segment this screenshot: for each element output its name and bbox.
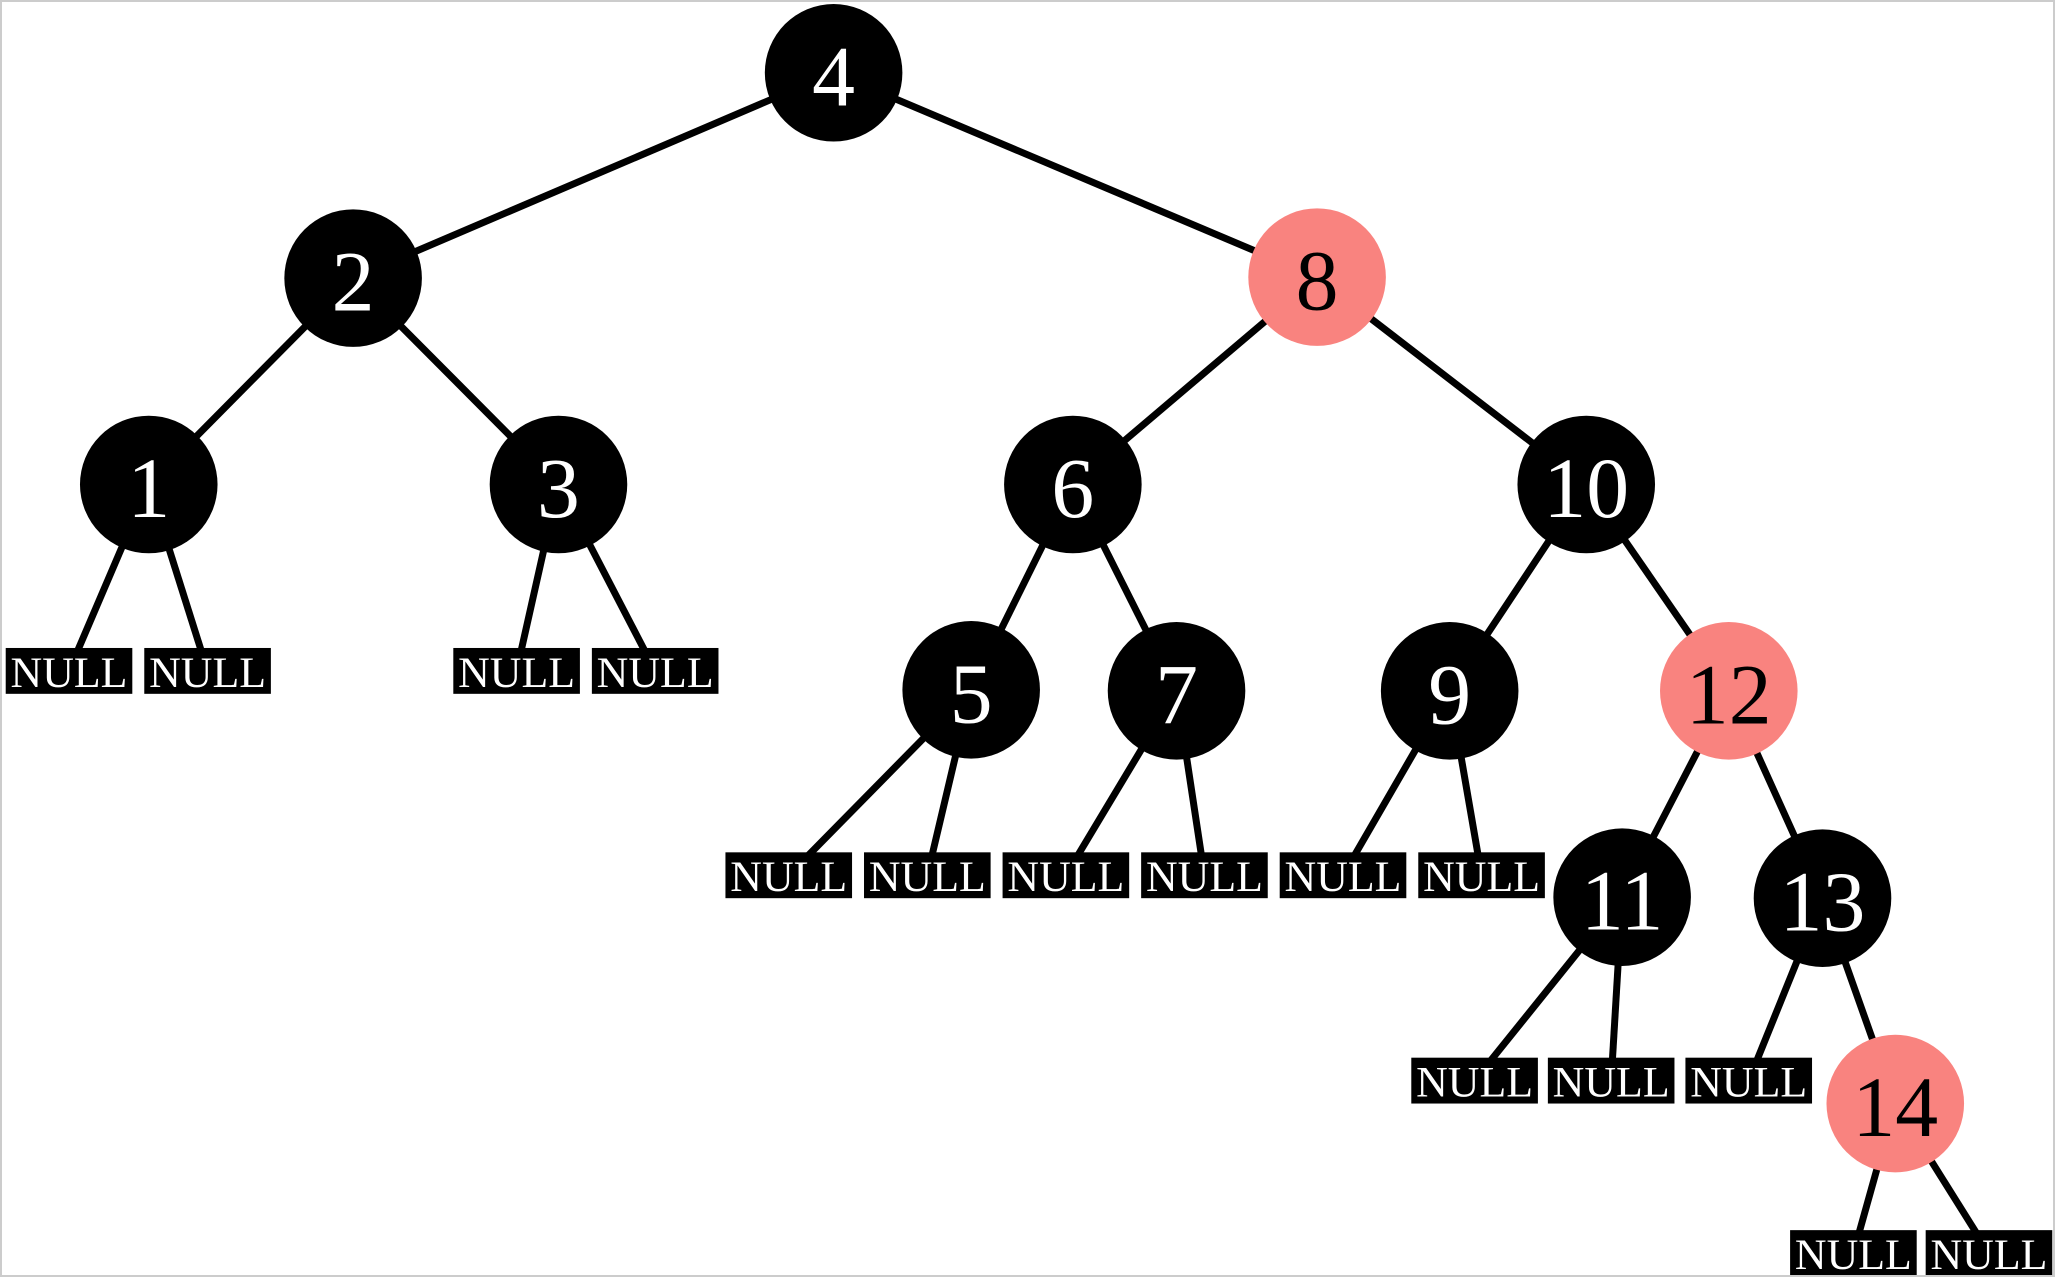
black-node-circle — [1553, 828, 1691, 966]
tree-node-14: 14 — [1826, 1034, 1965, 1173]
null-leaf-label: NULL — [1423, 853, 1540, 901]
tree-node-label: 8 — [1296, 234, 1339, 329]
null-leaf-label: NULL — [597, 649, 714, 697]
tree-node-label: 11 — [1581, 854, 1664, 949]
null-leaf-box — [1411, 1057, 1538, 1104]
null-leaf-box — [1790, 1230, 1917, 1275]
tree-node-label: 3 — [537, 441, 580, 536]
tree-node-label: 5 — [950, 646, 993, 741]
tree-node-13: 13 — [1753, 829, 1892, 967]
null-leaf-box — [5, 647, 133, 694]
null-leaf-box — [1141, 852, 1268, 899]
black-node-circle — [1753, 829, 1892, 967]
null-leaf-label: NULL — [730, 853, 847, 901]
tree-node-4: 4 — [764, 3, 903, 142]
null-leaf-n11L: NULL — [1411, 1057, 1538, 1107]
null-leaf-n5L: NULL — [725, 852, 853, 901]
null-leaf-box — [453, 647, 580, 694]
null-leaf-n14L: NULL — [1790, 1230, 1917, 1275]
tree-node-label: 9 — [1428, 647, 1471, 742]
null-leaf-box — [725, 852, 853, 899]
null-leaf-n9L: NULL — [1279, 852, 1407, 901]
null-leaf-label: NULL — [1795, 1231, 1912, 1275]
null-leaf-box — [144, 647, 271, 694]
null-leaf-n3R: NULL — [591, 647, 719, 697]
null-leaf-n1L: NULL — [5, 647, 133, 697]
null-leaf-box — [1279, 852, 1407, 899]
null-leaves: NULL NULL NULL NULL NULL NULL NULL NULL NULL NULL… — [5, 647, 2053, 1275]
null-leaf-box — [864, 852, 991, 899]
null-leaf-n14R: NULL — [1925, 1230, 2053, 1275]
black-node-circle — [489, 415, 628, 554]
null-leaf-label: NULL — [1553, 1059, 1670, 1107]
tree-edge-4-2 — [351, 69, 835, 282]
tree-node-7: 7 — [1107, 622, 1246, 760]
null-leaf-box — [591, 647, 719, 694]
tree-node-9: 9 — [1380, 622, 1519, 760]
null-leaf-label: NULL — [869, 853, 986, 901]
null-leaf-box — [1547, 1057, 1675, 1104]
null-leaf-label: NULL — [1146, 853, 1263, 901]
null-leaf-label: NULL — [1931, 1231, 2048, 1275]
red-node-circle — [1248, 208, 1386, 346]
tree-node-11: 11 — [1553, 828, 1691, 966]
tree-node-12: 12 — [1660, 622, 1798, 760]
null-leaf-n1R: NULL — [144, 647, 271, 697]
null-leaf-box — [1685, 1057, 1813, 1104]
tree-node-label: 6 — [1051, 441, 1094, 536]
null-leaf-label: NULL — [1007, 853, 1124, 901]
red-node-circle — [1660, 622, 1798, 760]
null-leaf-box — [1925, 1230, 2053, 1275]
null-leaf-n11R: NULL — [1547, 1057, 1675, 1107]
null-leaf-n7R: NULL — [1141, 852, 1268, 901]
tree-node-5: 5 — [902, 621, 1040, 759]
tree-node-10: 10 — [1517, 415, 1656, 554]
null-leaf-label: NULL — [1416, 1059, 1533, 1107]
null-leaf-n13L: NULL — [1685, 1057, 1813, 1107]
tree-node-label: 1 — [127, 441, 170, 536]
null-leaf-box — [1002, 852, 1130, 899]
tree-node-8: 8 — [1248, 208, 1386, 346]
red-node-circle — [1826, 1034, 1965, 1173]
tree-node-label: 12 — [1686, 647, 1772, 742]
tree-node-2: 2 — [284, 209, 422, 347]
null-leaf-label: NULL — [1690, 1059, 1807, 1107]
tree-node-label: 7 — [1155, 647, 1198, 742]
null-leaf-label: NULL — [149, 649, 266, 697]
null-leaf-n5R: NULL — [864, 852, 991, 901]
tree-node-1: 1 — [79, 415, 218, 554]
black-node-circle — [1107, 622, 1246, 760]
tree-edge-4-8 — [832, 69, 1319, 281]
black-node-circle — [79, 415, 218, 554]
tree-node-label: 2 — [332, 235, 375, 330]
null-leaf-box — [1418, 852, 1545, 899]
null-leaf-n9R: NULL — [1418, 852, 1545, 901]
null-leaf-n3L: NULL — [453, 647, 580, 697]
null-leaf-label: NULL — [1285, 853, 1402, 901]
tree-node-3: 3 — [489, 415, 628, 554]
tree-node-label: 10 — [1543, 441, 1629, 536]
black-node-circle — [1004, 415, 1142, 554]
tree-node-label: 13 — [1780, 855, 1866, 950]
null-leaf-n7L: NULL — [1002, 852, 1130, 901]
tree-node-label: 14 — [1852, 1060, 1938, 1155]
tree-node-6: 6 — [1004, 415, 1142, 554]
black-node-circle — [764, 3, 903, 142]
black-node-circle — [1517, 415, 1656, 554]
black-node-circle — [1380, 622, 1519, 760]
black-node-circle — [284, 209, 422, 347]
null-leaf-label: NULL — [458, 649, 575, 697]
null-leaf-label: NULL — [11, 649, 128, 697]
tree-node-label: 4 — [812, 29, 855, 124]
black-node-circle — [902, 621, 1040, 759]
